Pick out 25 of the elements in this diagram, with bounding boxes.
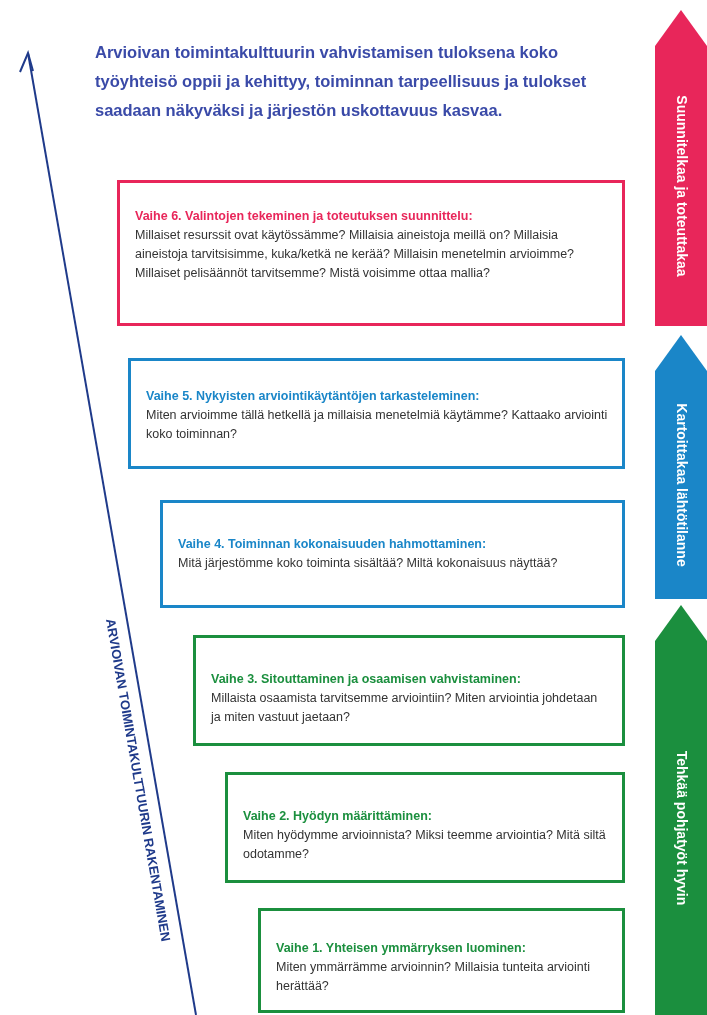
phase-heading: Vaihe 2. Hyödyn määrittäminen: — [243, 808, 433, 825]
phase-questions: Mitä järjestömme koko toiminta sisältää? Miltä kokonaisuus näyttää? — [178, 555, 559, 572]
band-label: Tehkää pohjatyöt hyvin — [672, 750, 691, 906]
phase-heading: Vaihe 5. Nykyisten arviointikäytäntöjen tarkasteleminen: — [146, 388, 481, 405]
stage-arrow-band — [655, 335, 707, 599]
phase-box — [258, 908, 625, 1013]
phase-box — [160, 500, 625, 608]
stage-arrow-band — [655, 605, 707, 1015]
band-label: Kartoittakaa lähtötilanne — [672, 403, 691, 567]
phase-box — [117, 180, 625, 326]
phase-heading: Vaihe 3. Sitouttaminen ja osaamisen vahvistaminen: — [211, 671, 522, 688]
stage-arrow-band — [655, 10, 707, 326]
phase-questions: Millaista osaamista tarvitsemme arviointiin? Miten arviointia johdetaan ja miten vastuut jaetaan? — [211, 690, 599, 726]
phase-questions: Millaiset resurssit ovat käytössämme? Millaisia aineistoja meillä on? Millaisia aineistoja tarvitsisimme, kuka/ketkä ne kerää? Millaisin menetelmin arvioimme? Millaiset pelisäännöt tarvitsemme? Mistä voisimme ottaa mallia? — [135, 227, 576, 282]
phase-box — [225, 772, 625, 883]
phase-heading: Vaihe 1. Yhteisen ymmärryksen luominen: — [276, 940, 527, 957]
phase-questions: Miten hyödymme arvioinnista? Miksi teemme arviointia? Mitä siltä odotamme? — [243, 827, 607, 863]
band-label: Suunnitelkaa ja toteuttakaa — [672, 95, 691, 277]
phase-questions: Miten ymmärrämme arvioinnin? Millaisia tunteita arviointi herättää? — [276, 959, 591, 995]
phase-heading: Vaihe 4. Toiminnan kokonaisuuden hahmottaminen: — [178, 536, 488, 553]
phase-box — [128, 358, 625, 469]
phase-heading: Vaihe 6. Valintojen tekeminen ja toteutuksen suunnittelu: — [135, 208, 474, 225]
phase-questions: Miten arvioimme tällä hetkellä ja millaisia menetelmiä käytämme? Kattaako arviointi koko toiminnan? — [146, 407, 609, 443]
phase-box — [193, 635, 625, 746]
summary-heading: Arvioivan toimintakulttuurin vahvistamisen tuloksena koko työyhteisö oppii ja kehittyy, toiminnan tarpeellisuus ja tulokset saadaan näkyväksi ja järjestön uskottavuus kasvaa. — [95, 42, 588, 121]
